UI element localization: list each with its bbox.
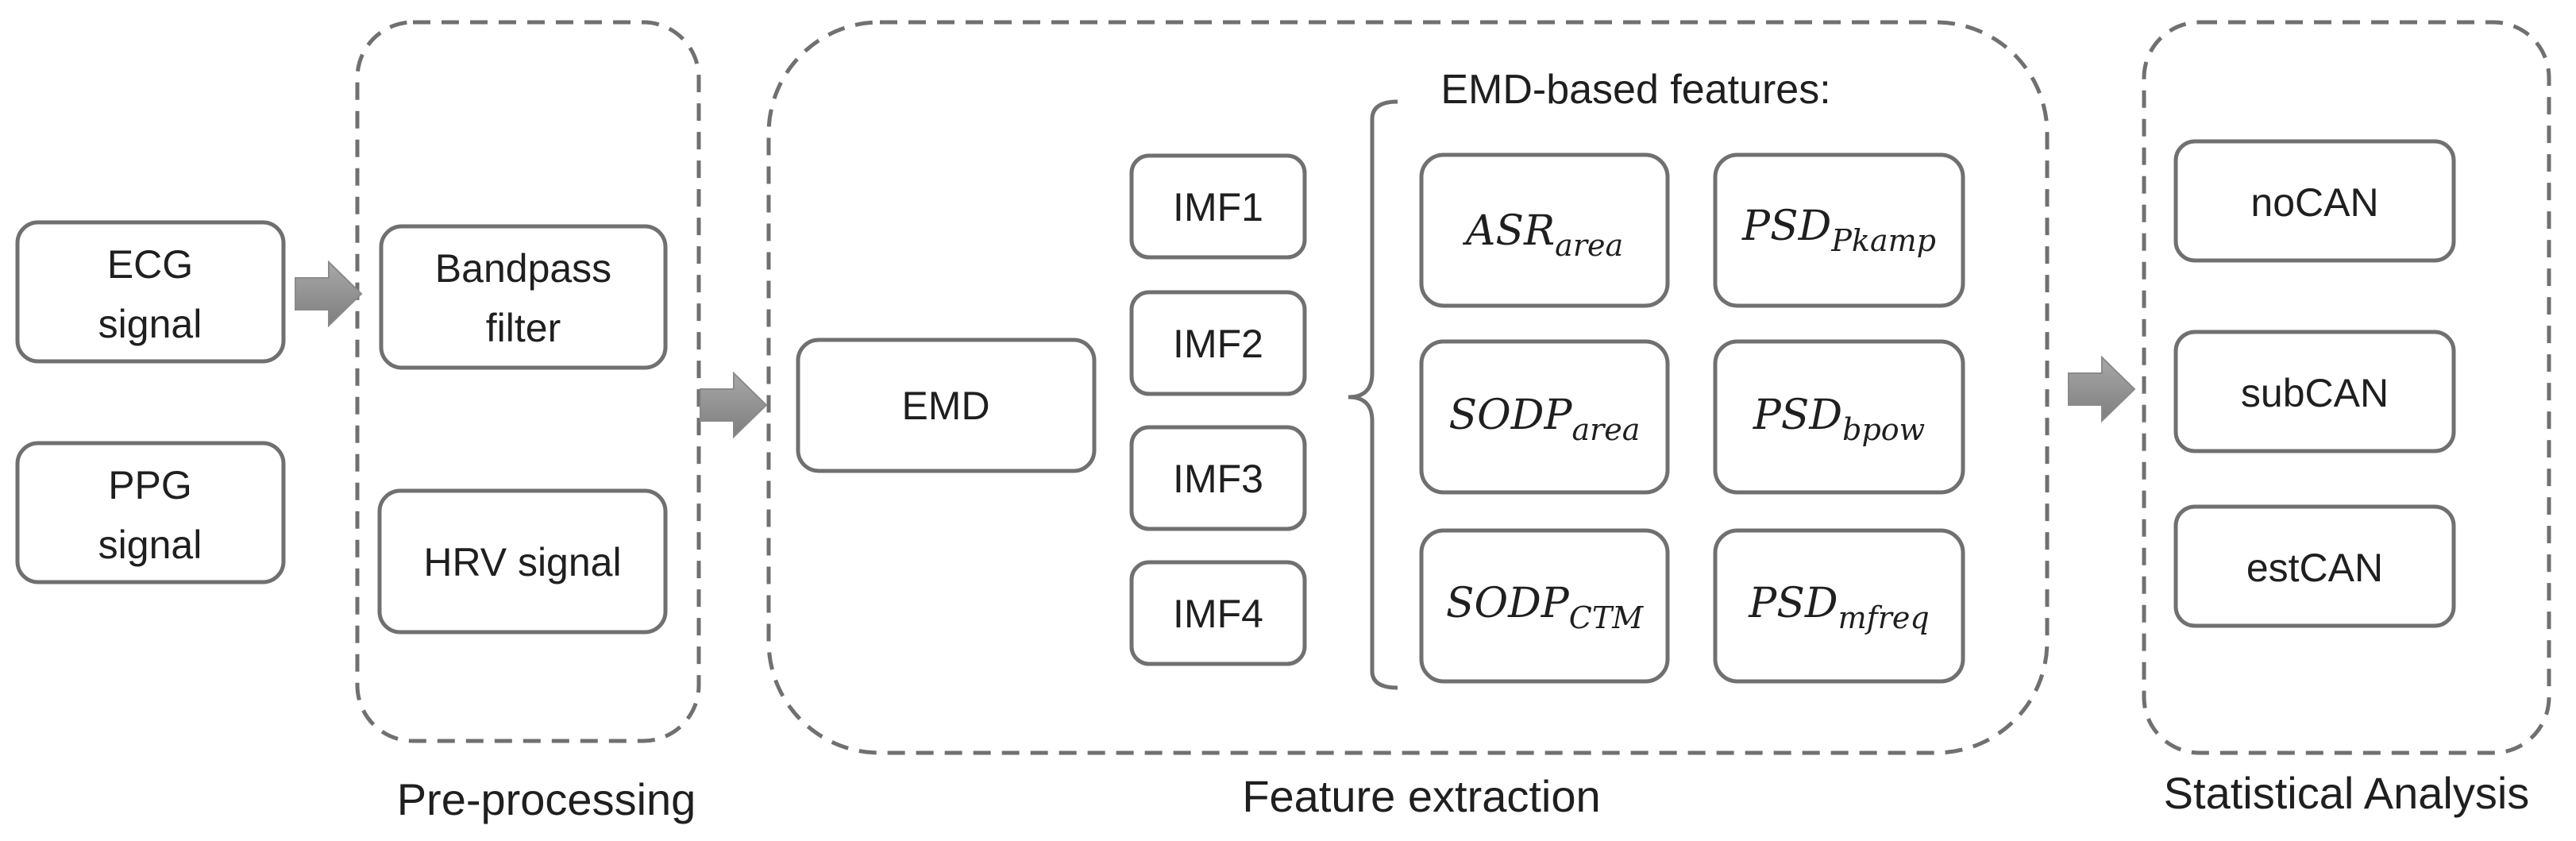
imf-label-2: IMF2 <box>1173 322 1263 366</box>
ecg-signal-box: ECG signal <box>15 220 286 364</box>
hrv-label: HRV signal <box>423 540 621 584</box>
feature-label-psd-mfreq: PSDmfreq <box>1748 580 1929 635</box>
feature-box-sodp-area: SODParea <box>1419 339 1670 495</box>
feature-extraction-caption: Feature extraction <box>1242 771 1600 821</box>
feature-box-asr-area: ASRarea <box>1419 152 1670 308</box>
ppg-signal-box: PPG signal <box>15 441 286 584</box>
estcan-label: estCAN <box>2246 546 2383 590</box>
subcan-box: subCAN <box>2173 330 2456 453</box>
grouping-brace <box>1348 99 1398 690</box>
estcan-box: estCAN <box>2173 504 2456 628</box>
arrow-to-emd <box>700 371 768 439</box>
ecg-label-line1: ECG <box>107 242 193 287</box>
imf-box-4: IMF4 <box>1129 560 1307 666</box>
statistical-analysis-group <box>2142 20 2551 755</box>
feature-extraction-group <box>766 20 2050 755</box>
nocan-label: noCAN <box>2250 180 2378 225</box>
arrow-to-preprocessing <box>295 260 363 328</box>
imf-box-1: IMF1 <box>1129 153 1307 260</box>
ppg-label-line1: PPG <box>108 463 192 507</box>
ppg-label-line2: signal <box>98 523 202 567</box>
bandpass-label-line1: Bandpass <box>435 246 611 291</box>
hrv-signal-box: HRV signal <box>377 488 668 635</box>
feature-box-sodp-ctm: SODPCTM <box>1419 528 1670 684</box>
bandpass-filter-box: Bandpass filter <box>379 224 668 370</box>
feature-label-psd-bpow: PSDbpow <box>1753 392 1925 447</box>
imf-label-1: IMF1 <box>1173 185 1263 230</box>
imf-label-4: IMF4 <box>1173 592 1263 636</box>
imf-box-2: IMF2 <box>1129 290 1307 396</box>
feature-label-asr-area: ASRarea <box>1463 207 1623 263</box>
feature-box-psd-pkamp: PSDPkamp <box>1713 152 1965 308</box>
bandpass-label-line2: filter <box>486 306 561 350</box>
imf-label-3: IMF3 <box>1173 457 1263 501</box>
feature-label-psd-pkamp: PSDPkamp <box>1741 203 1936 258</box>
statistical-analysis-caption: Statistical Analysis <box>2164 768 2530 818</box>
feature-label-sodp-ctm: SODPCTM <box>1446 580 1644 635</box>
emd-label: EMD <box>901 384 989 428</box>
preprocessing-caption: Pre-processing <box>397 774 696 824</box>
imf-box-3: IMF3 <box>1129 425 1307 531</box>
arrow-to-statistical-analysis <box>2068 355 2136 423</box>
features-title: EMD-based features: <box>1440 67 1830 113</box>
nocan-box: noCAN <box>2173 139 2456 263</box>
emd-box: EMD <box>796 338 1097 473</box>
preprocessing-group <box>355 20 701 743</box>
feature-label-sodp-area: SODParea <box>1449 392 1641 447</box>
feature-box-psd-mfreq: PSDmfreq <box>1713 528 1965 684</box>
subcan-label: subCAN <box>2241 371 2389 415</box>
feature-box-psd-bpow: PSDbpow <box>1713 339 1965 495</box>
ecg-label-line2: signal <box>98 302 202 346</box>
